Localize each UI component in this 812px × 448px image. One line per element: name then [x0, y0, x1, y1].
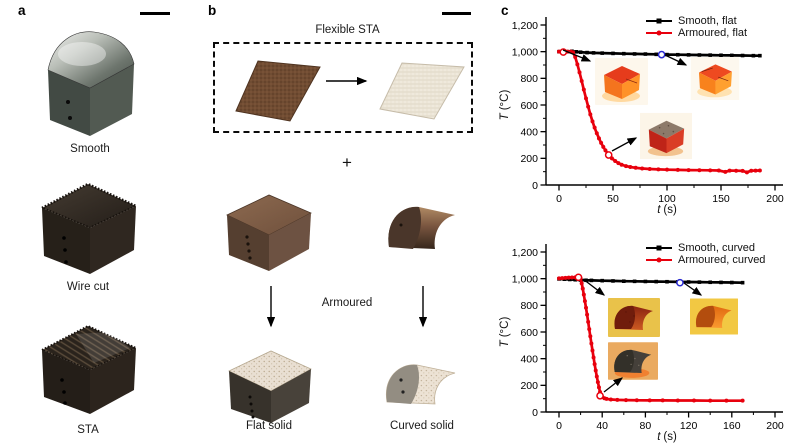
- legend-label: Armoured, flat: [678, 27, 748, 39]
- x-tick-label: 0: [556, 420, 562, 432]
- smooth-sample-photo: [47, 31, 135, 136]
- inset-glowing-cube-2: [690, 57, 740, 100]
- caption-smooth: Smooth: [70, 143, 110, 155]
- highlight-marker: [676, 278, 684, 287]
- legend-line: [646, 30, 672, 36]
- highlight-marker: [596, 391, 604, 400]
- white-sheet-photo: [379, 62, 465, 120]
- panel-a-label: a: [18, 3, 26, 18]
- y-tick-label: 400: [520, 126, 538, 138]
- curved-solid-photo: [385, 364, 456, 405]
- chart-legend: Smooth, curved Armoured, curved: [646, 242, 765, 266]
- inset-glowing-cube-1: [595, 58, 648, 105]
- sta-sample-photo: [39, 324, 139, 414]
- y-tick-label: 1,200: [512, 247, 538, 259]
- panel-b-label: b: [208, 3, 217, 18]
- legend-line: [646, 257, 672, 263]
- caption-sta: STA: [77, 424, 99, 436]
- legend-entry-smooth-flat: Smooth, flat: [646, 15, 747, 27]
- x-axis-label: t(s): [657, 204, 677, 216]
- temperature-chart-flat: 0 200 400 600 800 1,000 1,200 0 50 100 150 200 T(°C…: [499, 5, 812, 223]
- x-axis-label: t(s): [657, 431, 677, 443]
- wirecut-sample-photo: [38, 182, 140, 274]
- flat-solid-photo: [228, 350, 312, 423]
- legend-entry-smooth-curved: Smooth, curved: [646, 242, 765, 254]
- x-tick-label: 150: [712, 193, 730, 205]
- temperature-chart-curved: 0 200 400 600 800 1,000 1,200 0 40 80 120 160 200 T(…: [499, 232, 812, 448]
- legend-marker-circle-icon: [656, 257, 662, 263]
- y-axis-label: T(°C): [499, 89, 511, 121]
- y-tick-label: 0: [532, 180, 538, 192]
- inset-glowing-cylinder-2: [690, 298, 738, 335]
- bronze-curved-photo: [388, 206, 455, 249]
- legend-label: Smooth, curved: [678, 242, 756, 254]
- legend-label: Armoured, curved: [678, 254, 766, 266]
- x-tick-label: 160: [723, 420, 741, 432]
- series-line: [559, 50, 760, 174]
- y-tick-label: 1,200: [512, 20, 538, 32]
- series-line: [558, 275, 743, 403]
- legend-marker-square-icon: [656, 245, 662, 251]
- y-tick-label: 600: [520, 327, 538, 339]
- inset-cooled-cube: [640, 112, 692, 160]
- highlight-marker: [604, 151, 613, 159]
- brown-cube-photo: [226, 194, 312, 271]
- x-tick-label: 50: [607, 193, 619, 205]
- legend-marker-square-icon: [656, 18, 662, 24]
- highlight-marker: [574, 273, 583, 282]
- x-tick-label: 80: [640, 420, 652, 432]
- armoured-label: Armoured: [321, 297, 373, 309]
- y-tick-label: 0: [532, 407, 538, 419]
- inset-glowing-cylinder-1: [608, 298, 660, 337]
- legend-entry-armoured-curved: Armoured, curved: [646, 254, 765, 266]
- scale-bar-a: [140, 12, 170, 15]
- x-tick-label: 100: [658, 193, 676, 205]
- caption-curved-solid: Curved solid: [390, 420, 454, 432]
- x-tick-label: 120: [680, 420, 698, 432]
- legend-label: Smooth, flat: [678, 15, 737, 27]
- y-tick-label: 200: [520, 380, 538, 392]
- y-tick-label: 800: [520, 73, 538, 85]
- y-axis-label: T(°C): [499, 316, 511, 348]
- chart-curved-plot: 0 200 400 600 800 1,000 1,200 0 40 80 120 160 200: [512, 244, 784, 432]
- legend-line: [646, 18, 672, 24]
- scale-bar-b: [442, 12, 471, 15]
- flexible-sta-title: Flexible STA: [315, 24, 380, 36]
- x-tick-label: 0: [556, 193, 562, 205]
- flexible-sta-box: [213, 42, 473, 133]
- inset-cooled-cylinder: [608, 342, 658, 380]
- brown-sheet-photo: [235, 60, 321, 122]
- y-tick-label: 400: [520, 353, 538, 365]
- highlight-marker: [657, 50, 666, 59]
- plus-sign: +: [342, 153, 352, 172]
- chart-flat-plot: 0 200 400 600 800 1,000 1,200 0 50 100 150 200: [512, 17, 784, 205]
- panel-c-label: c: [501, 3, 509, 18]
- x-tick-label: 40: [596, 420, 608, 432]
- x-tick-label: 200: [766, 420, 784, 432]
- highlight-marker: [559, 48, 568, 56]
- legend-entry-armoured-flat: Armoured, flat: [646, 27, 747, 39]
- caption-wirecut: Wire cut: [66, 281, 110, 293]
- caption-flat-solid: Flat solid: [245, 420, 293, 432]
- y-tick-label: 200: [520, 153, 538, 165]
- y-tick-label: 600: [520, 100, 538, 112]
- chart-legend: Smooth, flat Armoured, flat: [646, 15, 747, 39]
- y-tick-label: 1,000: [512, 273, 538, 285]
- y-tick-label: 800: [520, 300, 538, 312]
- legend-marker-circle-icon: [656, 30, 662, 36]
- legend-line: [646, 245, 672, 251]
- y-tick-label: 1,000: [512, 46, 538, 58]
- x-tick-label: 200: [766, 193, 784, 205]
